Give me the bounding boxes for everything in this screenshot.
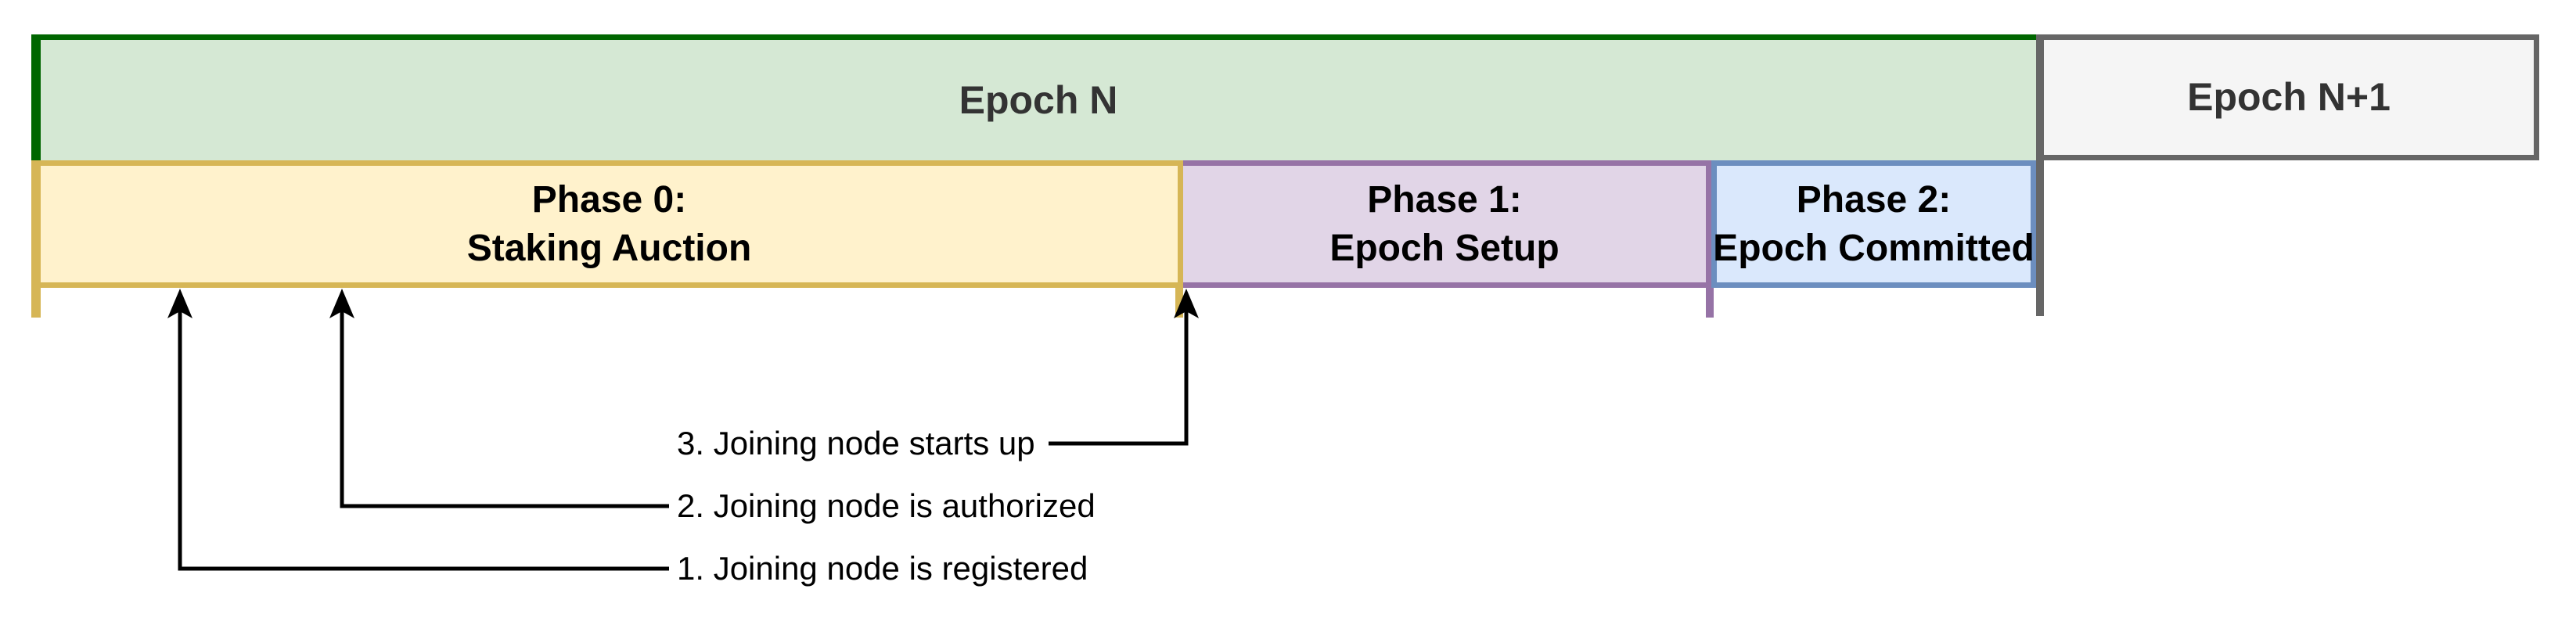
epoch-n1-label: Epoch N+1 [2187, 75, 2391, 119]
phase1-label-line1: Phase 1: [1367, 178, 1522, 221]
phase2-label-line2: Epoch Committed [1713, 227, 2035, 269]
epoch-n-label: Epoch N [959, 77, 1118, 122]
event-label-2: 2. Joining node is authorized [677, 487, 1096, 524]
phase0-label-line2: Staking Auction [466, 227, 752, 269]
epoch-n-bar: Epoch N [31, 34, 2036, 160]
arrow-line-3 [1049, 309, 1189, 446]
phase2-label-line1: Phase 2: [1796, 178, 1952, 221]
arrow-line-1 [178, 309, 669, 571]
arrow-line-2 [340, 309, 669, 508]
phase0-label: Phase 0: Staking Auction [467, 176, 752, 273]
epoch-n1-bar: Epoch N+1 [2044, 34, 2539, 160]
arrowhead-2-icon [329, 289, 354, 318]
phase0-left-tick [31, 288, 41, 318]
epoch-boundary-divider [2036, 34, 2044, 316]
phase1-label-line2: Epoch Setup [1329, 227, 1560, 269]
event-label-1: 1. Joining node is registered [677, 550, 1088, 587]
phase1-right-tick [1706, 288, 1714, 318]
phase1-label: Phase 1: Epoch Setup [1329, 176, 1559, 273]
phase0-label-line1: Phase 0: [531, 178, 687, 221]
phase2-label: Phase 2: Epoch Committed [1713, 176, 2035, 273]
phase0-right-tick [1175, 288, 1183, 318]
event-label-3: 3. Joining node starts up [677, 425, 1035, 461]
phase0-bar: Phase 0: Staking Auction [31, 160, 1183, 288]
phase2-bar: Phase 2: Epoch Committed [1711, 160, 2036, 288]
arrowhead-1-icon [167, 289, 192, 318]
phase1-bar: Phase 1: Epoch Setup [1183, 160, 1711, 288]
